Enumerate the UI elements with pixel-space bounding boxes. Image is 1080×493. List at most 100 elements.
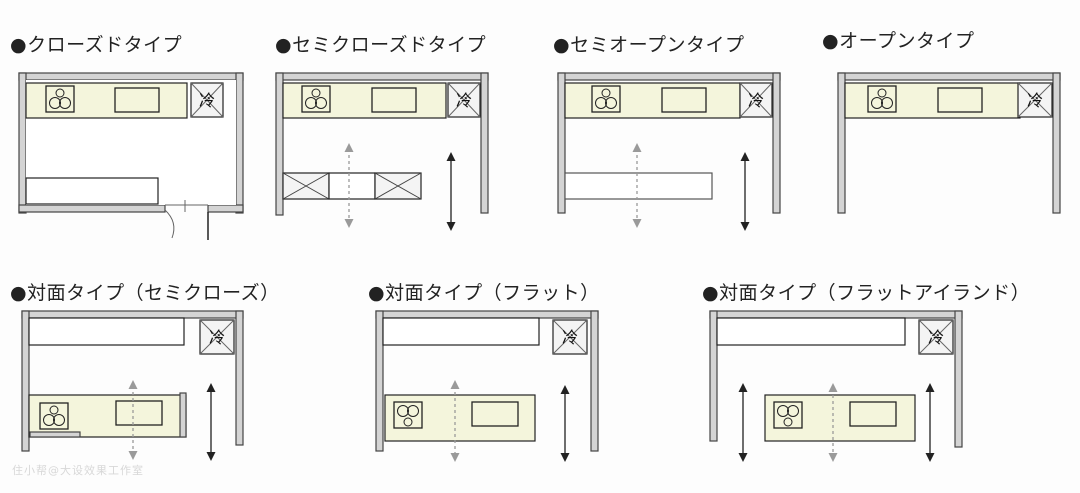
plan-open-type: 冷: [837, 72, 1061, 214]
sink-icon: [937, 87, 983, 113]
double-arrow-icon: [738, 383, 748, 462]
burner: [787, 405, 799, 417]
fridge-label: 冷: [748, 91, 764, 110]
fridge-icon: 冷: [1017, 82, 1053, 118]
back-counter: [28, 317, 185, 346]
fridge-label: 冷: [199, 91, 215, 110]
plan-facing-semi-closed: 冷: [21, 310, 244, 461]
burner: [59, 97, 71, 109]
stove-icon: [301, 85, 331, 113]
burner: [305, 97, 317, 109]
arrow-head: [740, 152, 750, 161]
burner: [55, 88, 65, 98]
watermark: 住小帮@大设效果工作室: [12, 464, 144, 477]
wall: [18, 72, 27, 214]
arrow-head: [738, 453, 748, 462]
burner: [49, 405, 59, 415]
stove-frame: [393, 401, 423, 429]
plan-facing-flat: 冷: [375, 310, 599, 462]
sink-icon: [371, 87, 417, 113]
counter: [282, 82, 447, 119]
arrow-head: [344, 143, 354, 152]
arrow-head: [446, 222, 456, 231]
dashed-arrow-icon: [450, 380, 460, 462]
stove-frame: [301, 85, 331, 113]
sink-icon: [661, 87, 707, 113]
stove-icon: [591, 85, 621, 113]
title-semi-closed-type: ●セミクローズドタイプ: [275, 34, 487, 56]
wall: [375, 310, 384, 452]
double-arrow-icon: [925, 383, 935, 462]
stove-icon: [39, 402, 69, 430]
arrow-head: [925, 453, 935, 462]
arrow-head: [632, 219, 642, 228]
counter: [564, 82, 741, 119]
fridge-label: 冷: [456, 91, 472, 110]
arrow-head: [828, 453, 838, 462]
arrow-head: [450, 380, 460, 389]
stove-frame: [39, 402, 69, 430]
burner: [605, 97, 617, 109]
wall: [1052, 72, 1061, 214]
burner: [783, 417, 793, 427]
wall: [207, 204, 244, 213]
wall: [375, 310, 599, 319]
wall: [590, 310, 599, 452]
fridge-cross: [552, 319, 588, 355]
stove-frame: [867, 85, 897, 113]
fridge-icon: 冷: [739, 82, 773, 118]
wall: [179, 392, 187, 438]
burner: [881, 97, 893, 109]
title-facing-semi-closed: ●対面タイプ（セミクローズ）: [10, 282, 280, 304]
stove-frame: [591, 85, 621, 113]
burner: [43, 414, 55, 426]
wall: [709, 310, 718, 442]
burner: [595, 97, 607, 109]
wall: [557, 72, 566, 214]
wall: [18, 204, 166, 213]
title-semi-open-type: ●セミオープンタイプ: [553, 34, 745, 56]
stove-frame: [45, 85, 75, 113]
arrow-head: [206, 452, 216, 461]
fridge-label: 冷: [209, 328, 225, 347]
double-arrow-icon: [560, 385, 570, 462]
fridge-cross: [199, 319, 235, 355]
plan-semi-closed-type: 冷: [275, 72, 489, 231]
wall: [235, 310, 244, 446]
fridge-cross: [447, 82, 481, 118]
counter: [844, 82, 1021, 119]
wall: [235, 72, 244, 214]
burner: [397, 405, 409, 417]
fridge-label: 冷: [928, 328, 944, 347]
double-arrow-icon: [446, 152, 456, 231]
dashed-arrow-icon: [344, 143, 354, 228]
burner: [49, 97, 61, 109]
fridge-cross: [190, 82, 224, 118]
fridge-cross: [1017, 82, 1053, 118]
wall: [480, 72, 489, 214]
fridge-label: 冷: [562, 328, 578, 347]
plan-facing-flat-island: 冷: [709, 310, 963, 462]
fridge-icon: 冷: [199, 319, 235, 355]
fridge-cross: [739, 82, 773, 118]
stove-icon: [867, 85, 897, 113]
sink-icon: [471, 401, 519, 427]
arrow-head: [560, 385, 570, 394]
wall: [954, 310, 963, 448]
wall: [709, 310, 963, 319]
arrow-head: [738, 383, 748, 392]
burner: [601, 88, 611, 98]
arrow-head: [925, 383, 935, 392]
arrow-head: [632, 143, 642, 152]
dashed-arrow-icon: [828, 383, 838, 462]
wall: [29, 431, 81, 438]
wall: [275, 72, 489, 81]
arrow-head: [446, 152, 456, 161]
stove-icon: [45, 85, 75, 113]
back-counter: [716, 317, 906, 346]
double-arrow-icon: [206, 383, 216, 461]
cabinet-cross: [374, 172, 422, 200]
dashed-arrow-icon: [128, 380, 138, 460]
burner: [311, 88, 321, 98]
